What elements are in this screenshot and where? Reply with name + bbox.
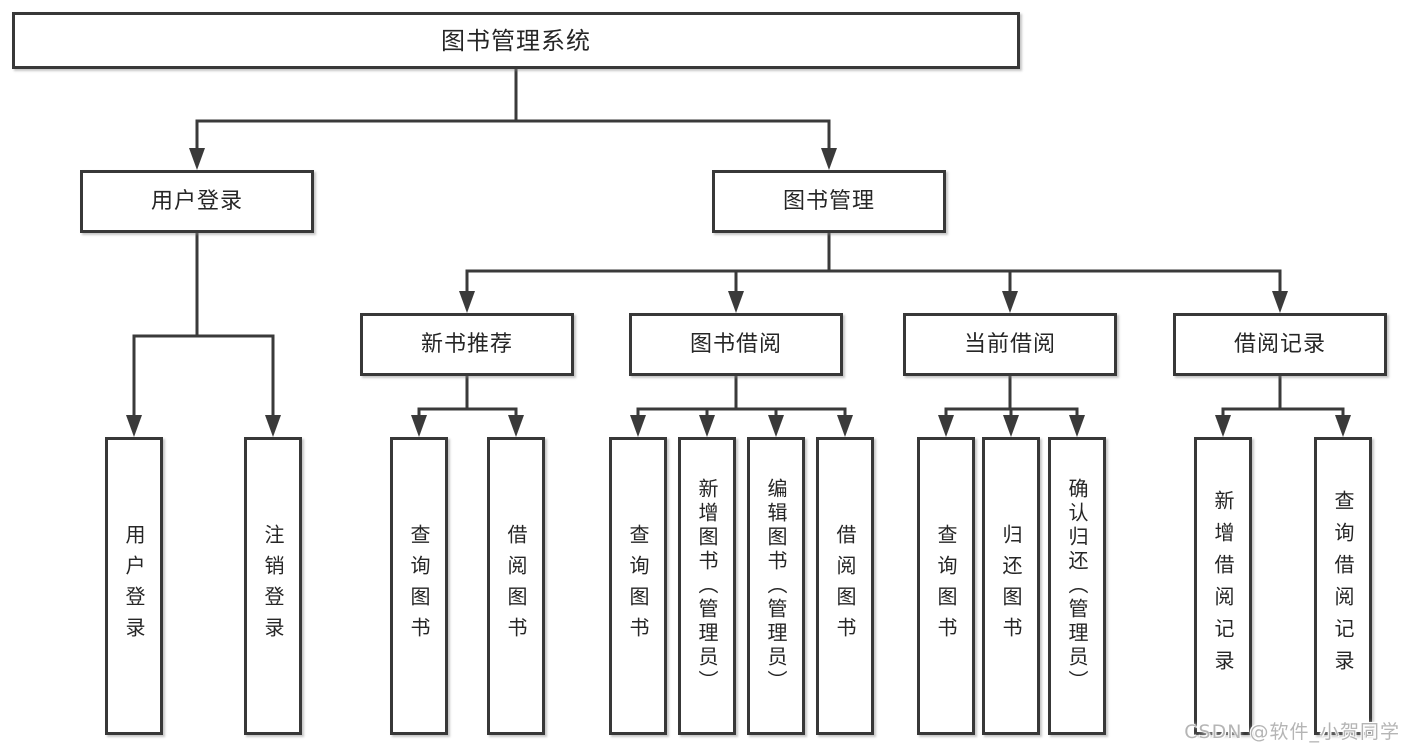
- node-user-login: 用户登录: [105, 437, 163, 735]
- arrowhead: [768, 415, 784, 437]
- arrowhead: [459, 291, 475, 313]
- node-root: 图书管理系统: [12, 12, 1020, 69]
- node-book-borrowing: 图书借阅: [629, 313, 843, 376]
- node-query-books-1: 查询图书: [390, 437, 448, 735]
- arrowhead: [1215, 415, 1231, 437]
- arrowhead: [699, 415, 715, 437]
- node-add-books-admin: 新增图书（管理员）: [678, 437, 736, 735]
- node-book-management: 图书管理: [712, 170, 946, 233]
- arrowhead: [189, 148, 205, 170]
- node-query-books-3: 查询图书: [917, 437, 975, 735]
- arrowhead: [1069, 415, 1085, 437]
- arrowhead: [630, 415, 646, 437]
- arrowhead: [1335, 415, 1351, 437]
- arrowhead: [1272, 291, 1288, 313]
- arrowhead: [508, 415, 524, 437]
- arrowhead: [1003, 415, 1019, 437]
- node-borrow-books-2: 借阅图书: [816, 437, 874, 735]
- arrowhead: [126, 415, 142, 437]
- arrowhead: [728, 291, 744, 313]
- arrowhead: [821, 148, 837, 170]
- node-confirm-return-admin: 确认归还（管理员）: [1048, 437, 1106, 735]
- node-add-borrow-record: 新增借阅记录: [1194, 437, 1252, 735]
- node-logout: 注销登录: [244, 437, 302, 735]
- node-borrowing-records: 借阅记录: [1173, 313, 1387, 376]
- node-current-borrowing: 当前借阅: [903, 313, 1117, 376]
- node-return-books: 归还图书: [982, 437, 1040, 735]
- arrowhead: [1002, 291, 1018, 313]
- arrowhead: [411, 415, 427, 437]
- node-query-books-2: 查询图书: [609, 437, 667, 735]
- node-user-login-group: 用户登录: [80, 170, 314, 233]
- arrowhead: [938, 415, 954, 437]
- node-borrow-books-1: 借阅图书: [487, 437, 545, 735]
- arrowhead: [837, 415, 853, 437]
- node-new-book-recommend: 新书推荐: [360, 313, 574, 376]
- arrowhead: [265, 415, 281, 437]
- watermark: CSDN @软件_小贺同学: [1184, 721, 1400, 743]
- node-edit-books-admin: 编辑图书（管理员）: [747, 437, 805, 735]
- node-query-borrow-record: 查询借阅记录: [1314, 437, 1372, 735]
